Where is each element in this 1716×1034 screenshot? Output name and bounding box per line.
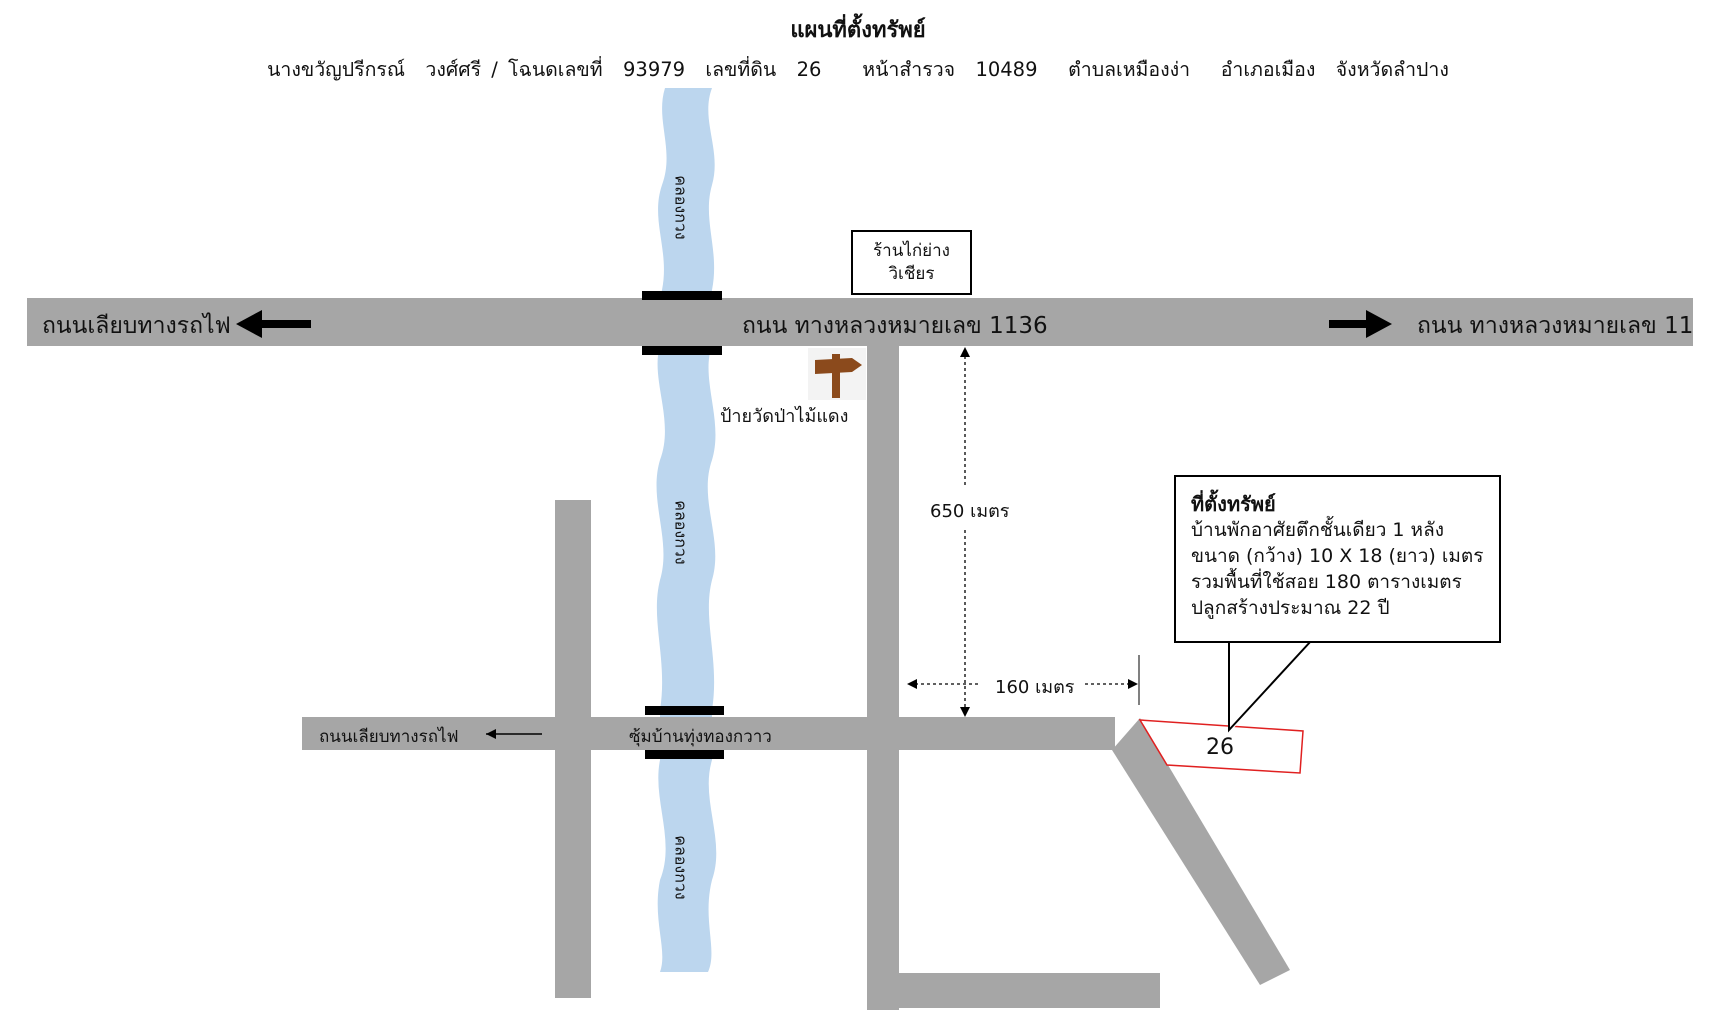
map-title: แผนที่ตั้งทรัพย์ — [790, 18, 926, 43]
property-info-line: บ้านพักอาศัยตึกชั้นเดียว 1 หลัง — [1191, 519, 1444, 541]
left-vertical-road — [555, 500, 591, 998]
property-info-line: ปลูกสร้างประมาณ 22 ปี — [1191, 597, 1390, 619]
property-info-heading: ที่ตั้งทรัพย์ — [1191, 492, 1276, 516]
bridge — [642, 346, 722, 355]
soi-west-arrow-icon — [486, 729, 542, 739]
shop-landmark-box: ร้านไก่ย่าง วิเชียร — [851, 230, 972, 295]
shop-name-line2: วิเชียร — [888, 263, 935, 284]
vertical-distance-marker — [960, 347, 970, 717]
bridge — [645, 750, 724, 759]
shop-name-line1: ร้านไก่ย่าง — [873, 240, 950, 261]
vertical-distance-label: 650 เมตร — [930, 501, 1010, 522]
bridge — [645, 706, 724, 715]
horizontal-distance-marker — [907, 655, 1140, 705]
canal-label: คลองกวง — [671, 835, 691, 900]
canal-label: คลองกวง — [671, 500, 691, 565]
signpost-label: ป้ายวัดป่าไม้แดง — [720, 406, 849, 427]
horizontal-distance-label: 160 เมตร — [995, 677, 1075, 698]
canal-shape — [658, 88, 715, 300]
main-road-label: ถนน ทางหลวงหมายเลข 1136 — [742, 313, 1048, 339]
bridge — [642, 291, 722, 300]
signpost-icon — [808, 348, 866, 400]
bottom-road — [867, 973, 1160, 1008]
callout-pointer — [1228, 640, 1312, 733]
property-deed-details: นางขวัญปรีกรณ์ วงศ์ศรี / โฉนดเลขที่ 9397… — [267, 58, 1449, 81]
property-info-callout: ที่ตั้งทรัพย์ บ้านพักอาศัยตึกชั้นเดียว 1… — [1174, 475, 1501, 643]
canal-label: คลองกวง — [671, 175, 691, 240]
canal-shape — [656, 345, 717, 972]
parcel-outline — [1138, 719, 1304, 774]
vertical-road — [867, 346, 899, 1010]
soi-label: ซุ้มบ้านทุ่งทองกวาว — [629, 727, 772, 747]
east-arrow-icon — [1329, 310, 1392, 338]
east-road-label: ถนน ทางหลวงหมายเลข 11 — [1417, 313, 1694, 339]
west-road-label: ถนนเลียบทางรถไฟ — [42, 313, 231, 339]
soi-road — [302, 717, 1115, 750]
property-info-line: ขนาด (กว้าง) 10 X 18 (ยาว) เมตร — [1191, 545, 1484, 567]
parcel-number: 26 — [1206, 735, 1234, 760]
property-info-line: รวมพื้นที่ใช้สอย 180 ตารางเมตร — [1191, 571, 1462, 593]
diagonal-road — [1112, 718, 1290, 985]
west-arrow-icon — [236, 310, 311, 338]
soi-west-road-label: ถนนเลียบทางรถไฟ — [319, 727, 459, 747]
